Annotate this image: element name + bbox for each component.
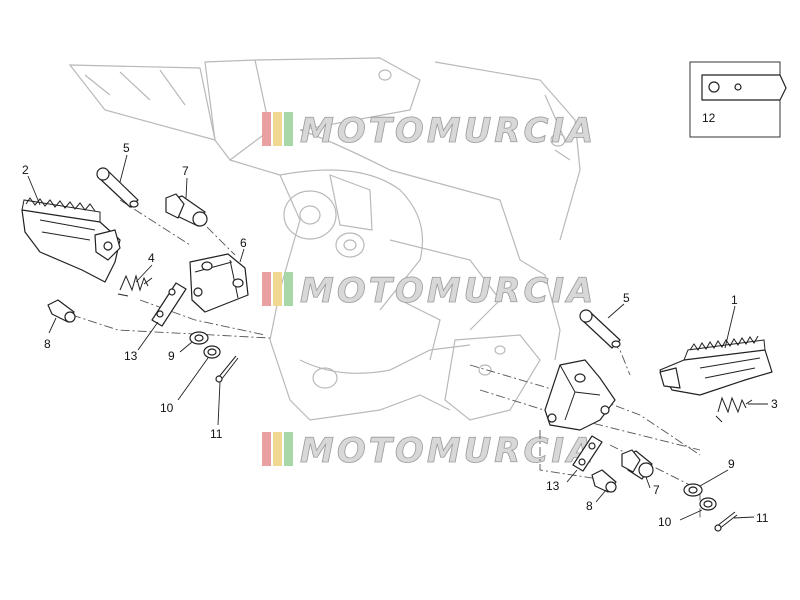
- watermark-stripe-red: [262, 272, 271, 306]
- part-left-plate: [151, 282, 187, 327]
- callout-12: 12: [702, 111, 716, 125]
- callout-5-right: 5: [623, 291, 630, 305]
- inset-plate-hole-small: [734, 83, 742, 91]
- watermark-stripe-yellow: [273, 432, 282, 466]
- callout-7-right: 7: [653, 483, 660, 497]
- part-right-bolt: [621, 449, 654, 480]
- watermark-stripe-yellow: [273, 112, 282, 146]
- part-left-cotter-pin: [215, 355, 239, 383]
- part-left-bracket: [189, 253, 249, 313]
- part-right-bracket: [544, 359, 616, 431]
- part-right-ring: [699, 497, 717, 511]
- inset-box-part-12: [689, 61, 787, 138]
- watermark-top: MOTOMURCIA: [262, 111, 596, 151]
- callout-10-left: 10: [160, 401, 174, 415]
- part-right-pin: [579, 309, 621, 349]
- watermark-stripe-red: [262, 112, 271, 146]
- part-right-cotter-pin: [714, 511, 738, 532]
- part-left-spring: [117, 274, 153, 297]
- part-left-ring: [203, 345, 221, 359]
- watermark-stripe-yellow: [273, 272, 282, 306]
- part-right-footpeg: [659, 335, 773, 396]
- callout-9-left: 9: [168, 349, 175, 363]
- watermark-stripe-green: [284, 432, 293, 466]
- watermark-stripe-green: [284, 112, 293, 146]
- watermark-middle: MOTOMURCIA: [262, 271, 596, 311]
- part-left-bolt: [165, 193, 208, 227]
- callout-4: 4: [148, 251, 155, 265]
- callout-11-right: 11: [756, 511, 769, 525]
- callout-6: 6: [240, 236, 247, 250]
- callout-3: 3: [771, 397, 778, 411]
- assembly-axes: [71, 199, 701, 520]
- callout-1: 1: [731, 293, 738, 307]
- part-right-washer: [683, 483, 703, 497]
- part-right-bolt-small: [591, 469, 617, 493]
- part-left-footpeg: [21, 197, 121, 283]
- part-left-bolt-small: [47, 299, 76, 323]
- callout-13-left: 13: [124, 349, 138, 363]
- watermark-bottom: MOTOMURCIA: [262, 431, 596, 471]
- part-right-spring: [715, 396, 753, 423]
- watermark-text: MOTOMURCIA: [300, 431, 596, 471]
- callout-5-left: 5: [123, 141, 130, 155]
- watermark-stripe-red: [262, 432, 271, 466]
- callout-8-right: 8: [586, 499, 593, 513]
- part-left-pin: [96, 167, 139, 208]
- callout-13-right: 13: [546, 479, 560, 493]
- watermark-stripe-green: [284, 272, 293, 306]
- watermark-text: MOTOMURCIA: [300, 271, 596, 311]
- part-left-washer: [189, 331, 209, 345]
- callout-10-right: 10: [658, 515, 672, 529]
- watermark-text: MOTOMURCIA: [300, 111, 596, 151]
- part-inset-plate: [701, 74, 787, 101]
- part-right-plate: [572, 435, 603, 472]
- callout-8-left: 8: [44, 337, 51, 351]
- callout-2: 2: [22, 163, 29, 177]
- leader-lines: [27, 154, 768, 521]
- callout-labels: 2 5 7 4 6 8 13 9 10 11 1 3 5 13 7 8 9 10…: [22, 111, 778, 529]
- frame-outline: [68, 57, 581, 421]
- callout-7-left: 7: [182, 164, 189, 178]
- inset-plate-hole: [708, 81, 720, 93]
- callout-11-left: 11: [210, 427, 223, 441]
- callout-9-right: 9: [728, 457, 735, 471]
